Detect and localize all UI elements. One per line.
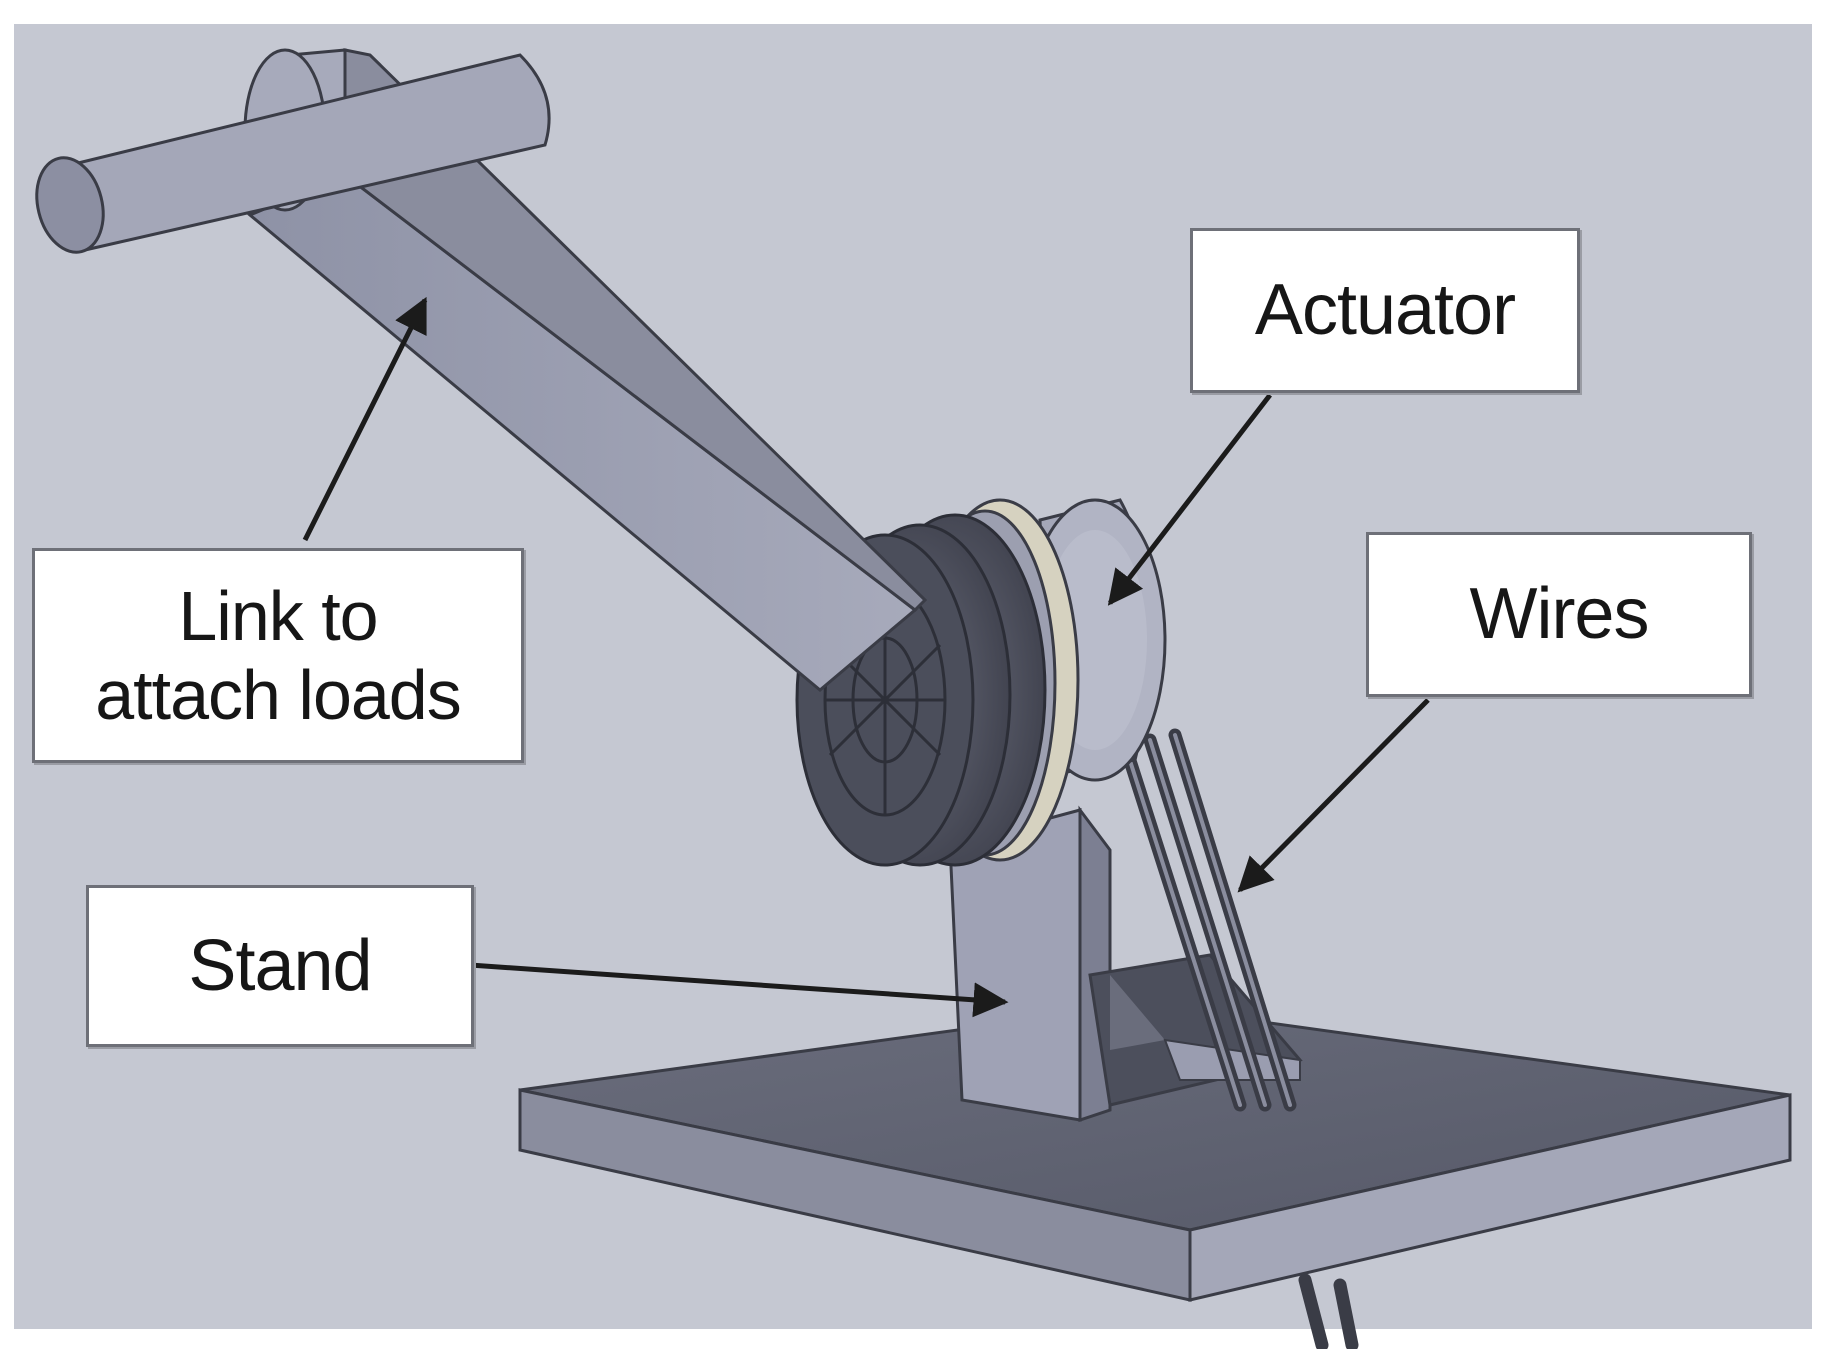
base-plate [518, 1003, 1792, 1302]
actuator-label-box: Actuator [1190, 228, 1580, 393]
wires-arrow [1237, 698, 1430, 893]
handle-cylinder [35, 53, 551, 254]
link-label-box: Link to attach loads [32, 548, 524, 763]
link-label-line-2: attach loads [95, 655, 461, 734]
wires-label: Wires [1469, 574, 1650, 655]
actuator-arrow [1107, 393, 1272, 606]
wires-label-box: Wires [1366, 532, 1752, 697]
stand-arrow [469, 962, 1009, 1018]
stand-label: Stand [188, 925, 372, 1006]
actuator-label: Actuator [1254, 270, 1516, 351]
link-arrow [302, 296, 428, 542]
wires [1118, 728, 1359, 1352]
link-label-line-1: Link to [178, 577, 378, 656]
stand-label-box: Stand [86, 885, 474, 1047]
